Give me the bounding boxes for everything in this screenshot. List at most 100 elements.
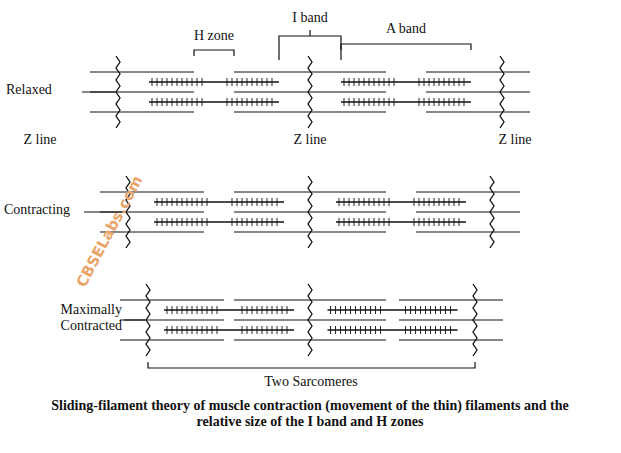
filament-rows: [82, 56, 530, 356]
cross-bridge: [202, 326, 203, 334]
cross-bridge: [252, 326, 253, 334]
cross-bridge: [152, 98, 153, 106]
thick-filament: [341, 101, 471, 103]
cross-bridge: [202, 198, 203, 206]
cross-bridge: [405, 326, 406, 334]
cross-bridge: [172, 78, 173, 86]
cross-bridge: [257, 78, 258, 86]
thin-filament: [120, 339, 224, 340]
cross-bridge: [359, 218, 360, 226]
a-band-bracket: [341, 44, 471, 50]
row-label: Relaxed: [6, 82, 78, 98]
z-line: [308, 56, 312, 128]
cross-bridge: [167, 198, 168, 206]
cross-bridge: [277, 326, 278, 334]
cross-bridge: [464, 78, 465, 86]
cross-bridge: [232, 78, 233, 86]
cross-bridge: [419, 98, 420, 106]
band-label: H zone: [174, 28, 254, 44]
thin-filament: [426, 71, 530, 72]
cross-bridge: [419, 78, 420, 86]
cross-bridge: [429, 78, 430, 86]
cross-bridge: [277, 218, 278, 226]
cross-bridge: [384, 78, 385, 86]
cross-bridge: [192, 306, 193, 314]
cross-bridge: [172, 98, 173, 106]
cross-bridge: [344, 98, 345, 106]
cross-bridge: [434, 218, 435, 226]
cross-bridge: [172, 218, 173, 226]
cross-bridge: [282, 306, 283, 314]
cross-bridge: [267, 306, 268, 314]
cross-bridge: [430, 306, 431, 314]
cross-bridge: [172, 326, 173, 334]
cross-bridge: [339, 198, 340, 206]
cross-bridge: [247, 326, 248, 334]
cross-bridge: [192, 218, 193, 226]
cross-bridge: [379, 98, 380, 106]
cross-bridge: [182, 306, 183, 314]
cross-bridge: [162, 218, 163, 226]
cross-bridge: [242, 198, 243, 206]
cross-bridge: [262, 78, 263, 86]
thin-filament: [120, 299, 224, 300]
thin-filament: [399, 319, 503, 320]
cross-bridge: [217, 306, 218, 314]
cross-bridge: [379, 78, 380, 86]
thick-filament: [328, 309, 458, 311]
cross-bridge: [410, 326, 411, 334]
row-label: Contracting: [4, 202, 84, 218]
cross-bridge: [444, 198, 445, 206]
cross-bridge: [440, 306, 441, 314]
cross-bridge: [374, 198, 375, 206]
cross-bridge: [157, 78, 158, 86]
z-line: [308, 176, 312, 248]
cross-bridge: [424, 98, 425, 106]
cross-bridge: [449, 78, 450, 86]
thick-filament: [149, 81, 279, 83]
cross-bridge: [247, 198, 248, 206]
thin-filament: [426, 91, 530, 92]
cross-bridge: [202, 306, 203, 314]
cross-bridge: [369, 78, 370, 86]
cross-bridge: [445, 306, 446, 314]
thin-filament: [399, 339, 503, 340]
cross-bridge: [429, 218, 430, 226]
cross-bridge: [167, 98, 168, 106]
cross-bridge: [262, 306, 263, 314]
cross-bridge: [177, 306, 178, 314]
cross-bridge: [197, 78, 198, 86]
cross-bridge: [384, 198, 385, 206]
cross-bridge: [429, 98, 430, 106]
cross-bridge: [232, 98, 233, 106]
z-line: [116, 56, 120, 128]
cross-bridge: [384, 98, 385, 106]
cross-bridge: [177, 326, 178, 334]
cross-bridge: [167, 218, 168, 226]
cross-bridge: [242, 326, 243, 334]
cross-bridge: [364, 218, 365, 226]
cross-bridge: [450, 306, 451, 314]
cross-bridge: [430, 326, 431, 334]
thin-filament: [399, 299, 503, 300]
cross-bridge: [464, 98, 465, 106]
row-label: Maximally Contracted: [40, 302, 122, 334]
thin-filament: [120, 319, 224, 320]
cross-bridge: [394, 78, 395, 86]
cross-bridge: [277, 306, 278, 314]
cross-bridge: [177, 98, 178, 106]
cross-bridge: [379, 218, 380, 226]
band-brackets: [148, 30, 475, 368]
thin-filament: [416, 211, 520, 212]
thin-filament: [416, 191, 520, 192]
cross-bridge: [272, 98, 273, 106]
cross-bridge: [424, 218, 425, 226]
cross-bridge: [344, 218, 345, 226]
cross-bridge: [359, 198, 360, 206]
cross-bridge: [252, 218, 253, 226]
cross-bridge: [242, 78, 243, 86]
cross-bridge: [237, 198, 238, 206]
cross-bridge: [359, 98, 360, 106]
cross-bridge: [182, 218, 183, 226]
